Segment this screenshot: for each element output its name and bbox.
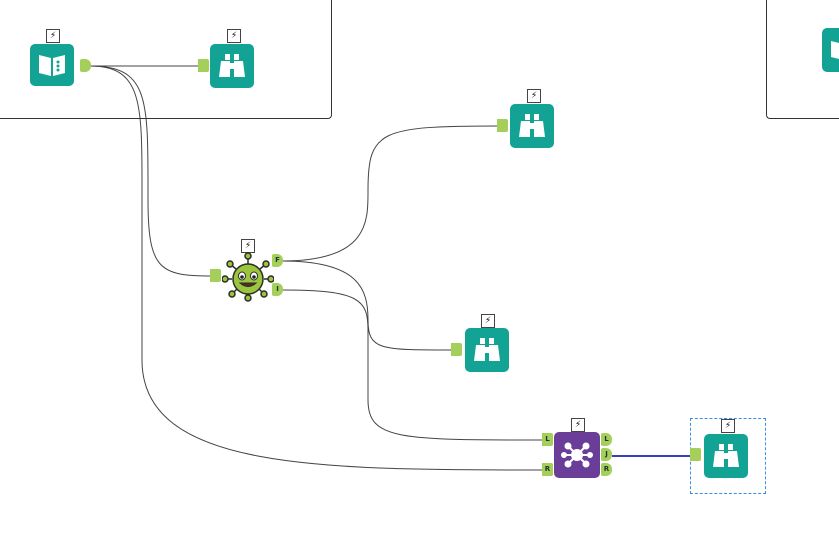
bolt-badge-icon: ⚡ [571, 418, 585, 432]
connection-input-macro [89, 65, 213, 277]
tool-container-left[interactable] [0, 0, 332, 119]
binoculars-icon [219, 54, 245, 77]
browse-top-input-anchor[interactable] [198, 59, 209, 72]
bolt-badge-icon: ⚡ [527, 89, 541, 103]
join-output-l-anchor[interactable]: L [601, 433, 612, 446]
browse-tool-right[interactable] [510, 104, 554, 148]
virus-mascot-icon [222, 252, 274, 302]
browse-selected-input-anchor[interactable] [690, 448, 701, 461]
browse-tool-selected[interactable] [704, 434, 748, 478]
connection-macro-f-browse-mid [281, 260, 453, 351]
browse-mid-input-anchor[interactable] [451, 343, 462, 356]
partial-input-tool[interactable] [822, 28, 839, 72]
bolt-badge-icon: ⚡ [227, 29, 241, 43]
browse-tool-top[interactable] [210, 44, 254, 88]
bolt-badge-icon: ⚡ [481, 314, 495, 328]
input-data-tool[interactable] [30, 44, 74, 86]
browse-right-input-anchor[interactable] [497, 119, 508, 132]
join-input-r-anchor[interactable]: R [542, 463, 553, 476]
join-input-l-anchor[interactable]: L [542, 433, 553, 446]
binoculars-icon [519, 114, 545, 137]
join-output-j-anchor[interactable]: J [601, 448, 612, 461]
book-input-icon [831, 41, 839, 59]
binoculars-icon [474, 338, 500, 361]
macro-input-anchor[interactable] [210, 269, 221, 282]
tool-container-right[interactable] [766, 0, 839, 119]
bolt-badge-icon: ⚡ [241, 239, 255, 253]
binoculars-icon [713, 444, 739, 467]
connection-macro-i-join-l [281, 289, 546, 441]
join-tool[interactable] [554, 432, 600, 478]
browse-tool-mid[interactable] [465, 328, 509, 372]
input-output-anchor[interactable] [80, 59, 91, 72]
macro-output-f-anchor[interactable]: F [272, 254, 283, 267]
join-output-r-anchor[interactable]: R [601, 463, 612, 476]
macro-output-i-anchor[interactable]: I [272, 283, 283, 296]
connection-macro-f-browse-right [281, 125, 501, 262]
bolt-badge-icon: ⚡ [721, 419, 735, 433]
join-icon [561, 442, 593, 468]
book-input-icon [39, 55, 65, 76]
connection-input-join-r [89, 65, 546, 471]
macro-tool[interactable] [222, 252, 274, 302]
bolt-badge-icon: ⚡ [46, 29, 60, 43]
